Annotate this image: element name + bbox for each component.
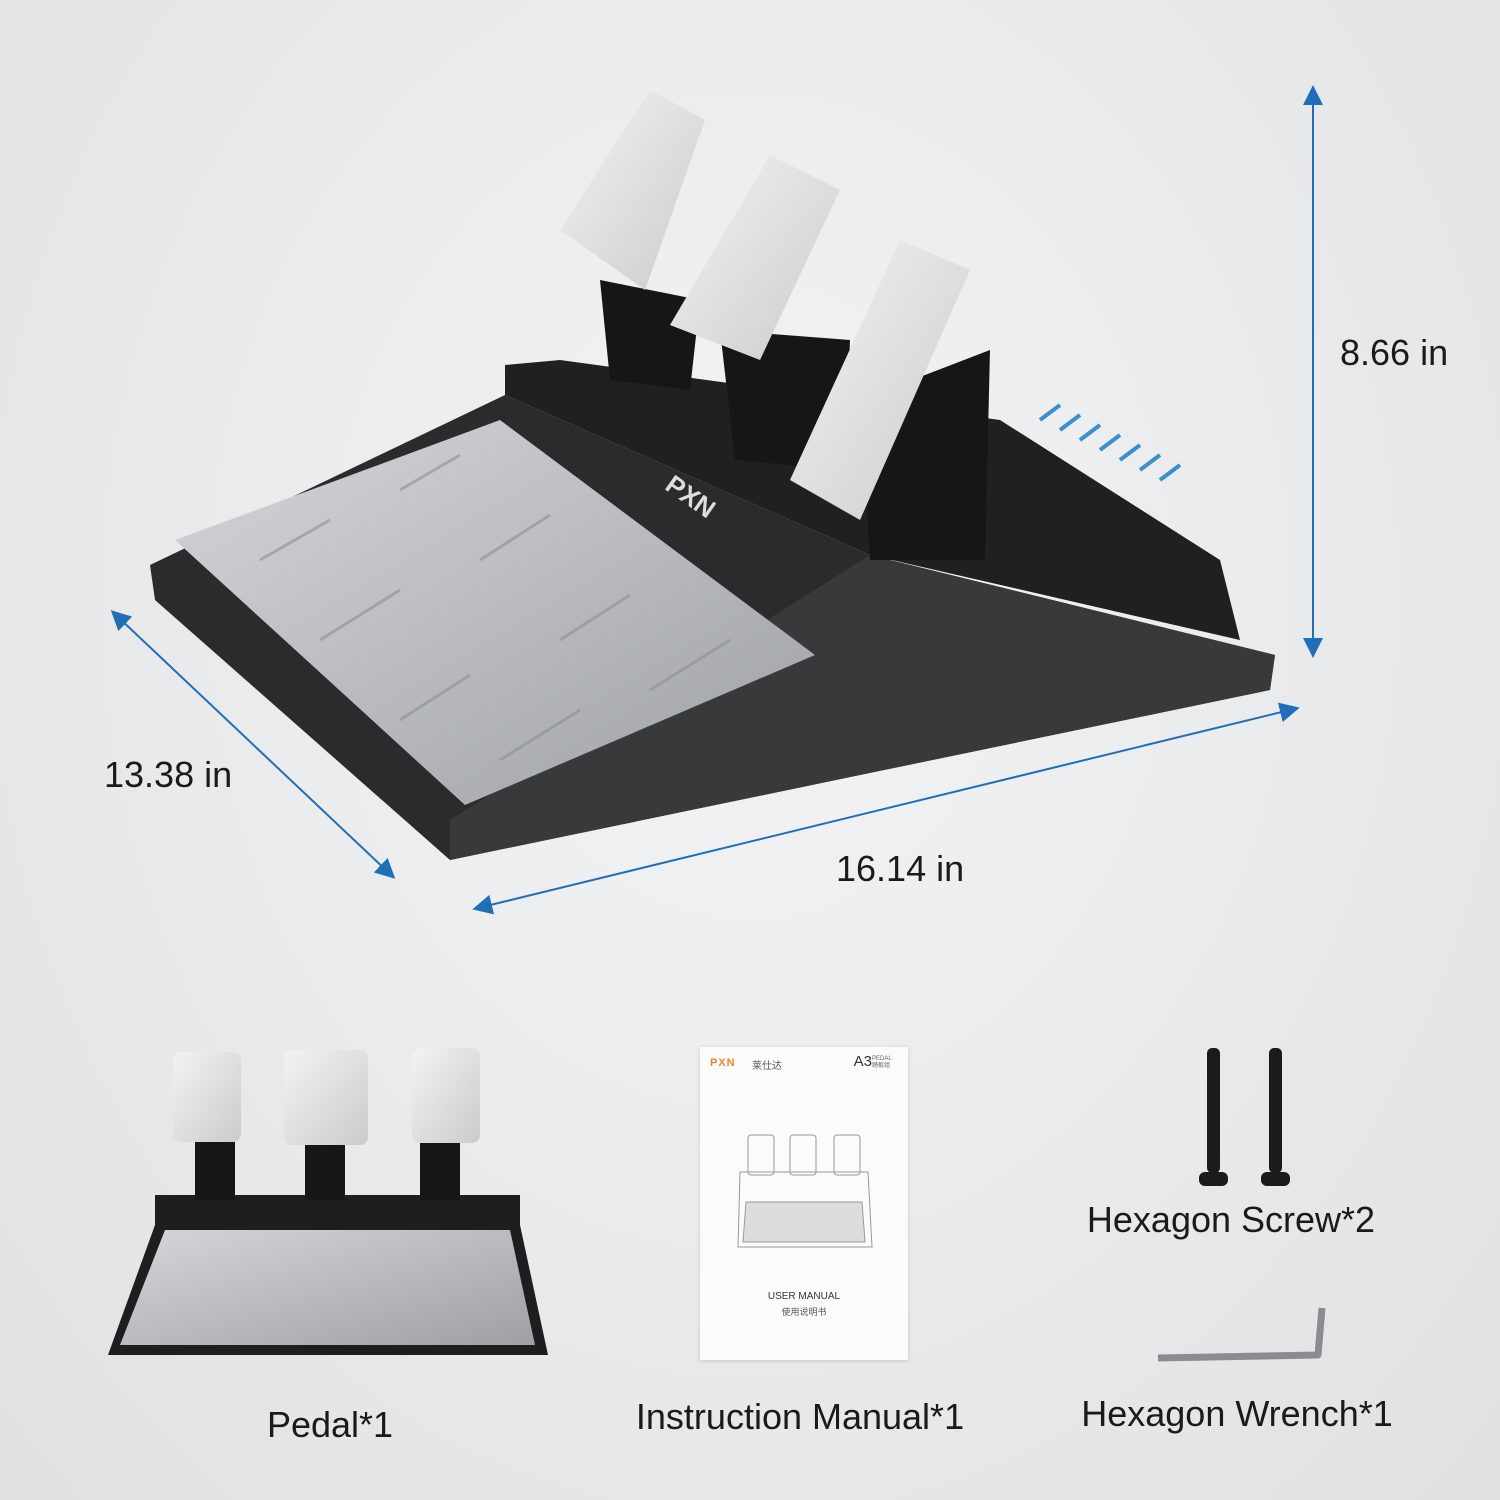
- pedal-clutch: [560, 90, 705, 390]
- manual-title: USER MANUAL: [767, 1291, 841, 1302]
- width-dimension-arrow: [472, 702, 1300, 915]
- manual-model-sub: PEDAL 踏板组: [872, 1056, 892, 1069]
- spring-icon: [1038, 403, 1182, 482]
- depth-dimension-arrow: [110, 610, 396, 879]
- manual-brand-cn: 莱仕达: [752, 1061, 782, 1072]
- wrench-caption: Hexagon Wrench*1: [1081, 1393, 1393, 1434]
- pedal-caption: Pedal*1: [266, 1404, 394, 1445]
- manual-caption: Instruction Manual*1: [635, 1396, 965, 1437]
- hexagon-wrench-image: [1157, 1307, 1326, 1362]
- width-label: 16.14 in: [836, 848, 965, 889]
- manual-title-cn: 使用说明书: [781, 1307, 827, 1317]
- height-label: 8.66 in: [1340, 332, 1449, 373]
- screw-caption: Hexagon Screw*2: [1086, 1199, 1376, 1240]
- manual-pedal-drawing: [737, 1134, 873, 1248]
- pedal-accessory-image: [108, 1048, 548, 1355]
- depth-label: 13.38 in: [104, 754, 233, 795]
- manual-model: A3: [853, 1053, 872, 1070]
- hexagon-screw-image: [1199, 1048, 1290, 1186]
- manual-brand-logo: PXN: [710, 1057, 736, 1069]
- pedal-throttle: [790, 240, 990, 560]
- instruction-manual-image: PXN 莱仕达 A3 PEDAL 踏板组 USER MANUAL 使用说明书: [700, 1047, 908, 1360]
